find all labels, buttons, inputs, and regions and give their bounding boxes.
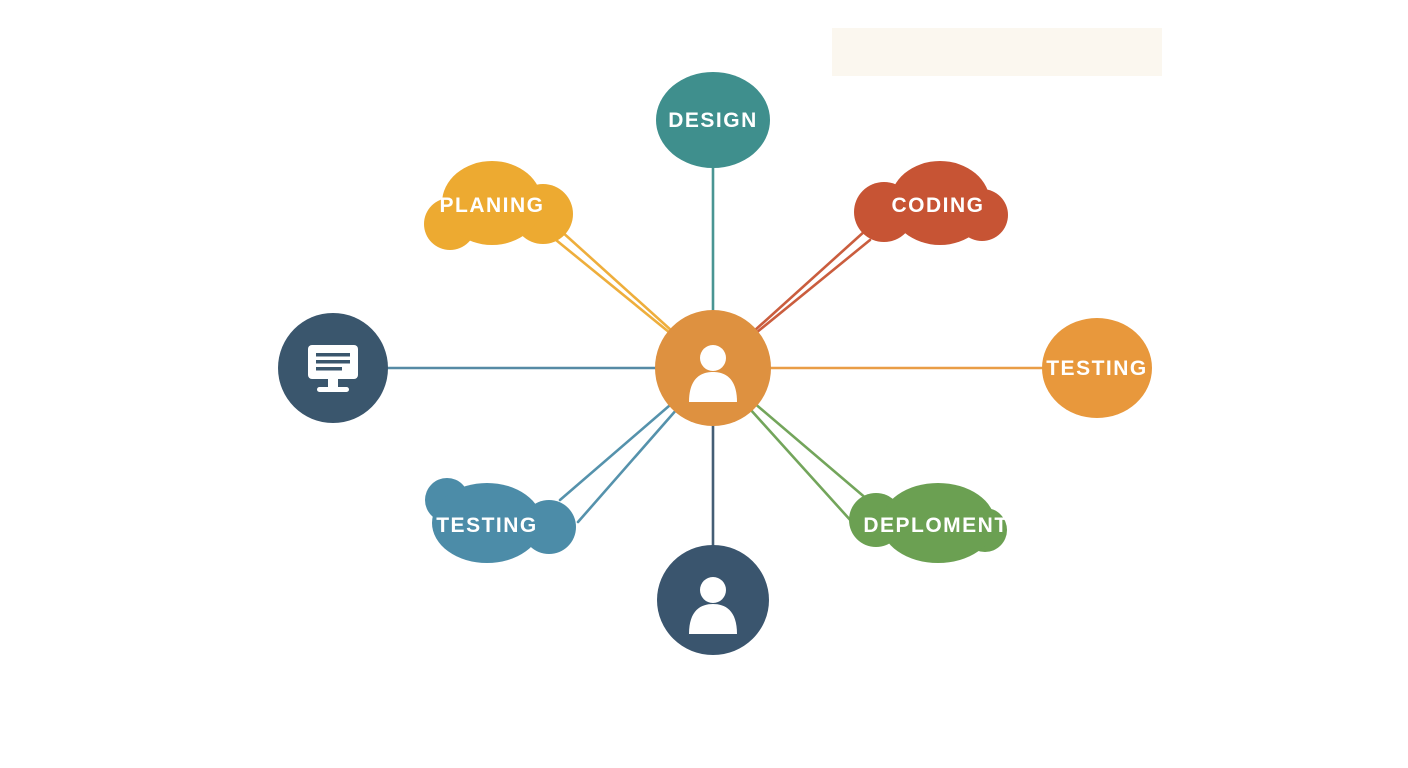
- testing-right-node-shape: [1042, 318, 1152, 418]
- design-node-shape: [656, 72, 770, 168]
- testing-right-label: TESTING: [1046, 357, 1148, 380]
- node-center: [655, 310, 771, 426]
- monitor-icon: [308, 345, 358, 392]
- node-team-member: [657, 545, 769, 655]
- background-artifact: [832, 28, 1162, 76]
- deployment-label: DEPLOMENT: [863, 514, 1008, 537]
- planning-label: PLANING: [440, 194, 545, 217]
- coding-node-shape: [890, 161, 990, 245]
- node-testing-right: TESTING: [1042, 318, 1152, 418]
- planning-node-shape: [442, 161, 542, 245]
- node-testing-left: TESTING: [425, 478, 576, 563]
- design-label: DESIGN: [668, 109, 758, 132]
- node-planning: PLANING: [424, 161, 573, 250]
- testing-left-label: TESTING: [436, 514, 538, 537]
- node-coding: CODING: [854, 161, 1008, 245]
- coding-label: CODING: [892, 194, 985, 217]
- node-deployment: DEPLOMENT: [849, 483, 1008, 563]
- testing-left-node-shape: [432, 483, 542, 563]
- node-design: DESIGN: [656, 72, 770, 168]
- node-workstation: [278, 313, 388, 423]
- deployment-node-shape: [881, 483, 995, 563]
